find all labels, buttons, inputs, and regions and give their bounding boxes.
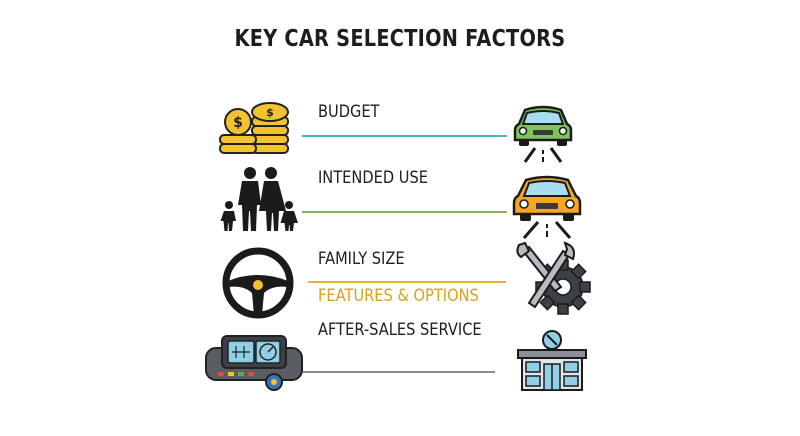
- family-icon: [220, 167, 298, 231]
- factor-label-intended-use: INTENDED USE: [318, 168, 428, 188]
- connector-line-intended-use: [302, 211, 507, 213]
- svg-text:$: $: [266, 106, 274, 119]
- connector-line-budget: [302, 135, 507, 137]
- factor-label-family-size: FAMILY SIZE: [318, 249, 405, 269]
- green-car-on-road-icon: [513, 105, 573, 163]
- factor-label-after-sales-service: AFTER-SALES SERVICE: [318, 320, 482, 340]
- wrench-gear-icon: [516, 241, 591, 315]
- factor-label-features-options: FEATURES & OPTIONS: [318, 286, 479, 306]
- dashboard-icon: [205, 335, 303, 391]
- stacked-coins-icon: $ $: [219, 102, 289, 154]
- page-title: KEY CAR SELECTION FACTORS: [234, 26, 566, 52]
- svg-text:$: $: [233, 115, 243, 131]
- steering-wheel-icon: [222, 247, 294, 319]
- connector-line-family-size: [308, 281, 506, 283]
- factor-label-budget: BUDGET: [318, 102, 380, 122]
- connector-line-after-sales: [303, 371, 495, 373]
- service-station-icon: [517, 330, 587, 391]
- orange-car-on-road-icon: [512, 175, 582, 239]
